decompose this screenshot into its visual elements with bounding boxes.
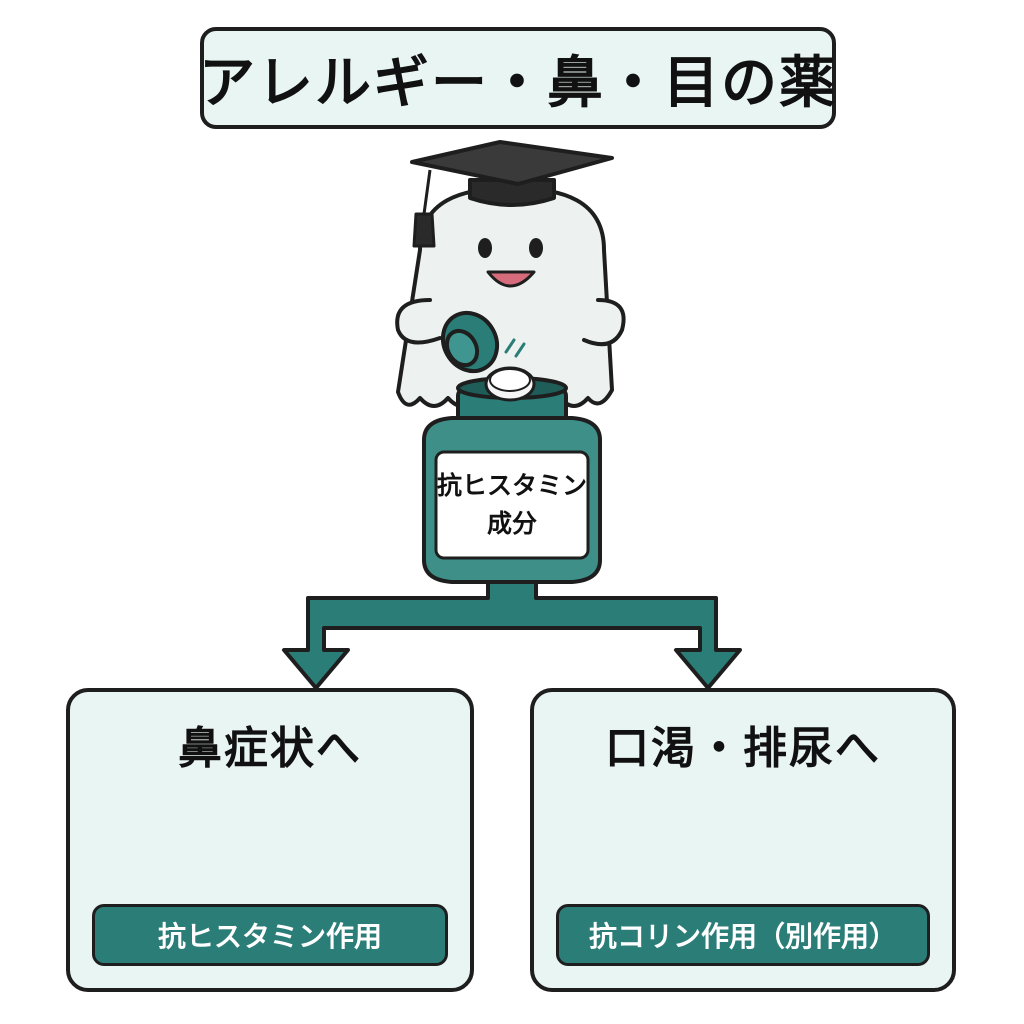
bottle-label-line1: 抗ヒスタミン: [436, 471, 587, 500]
graduation-cap-icon: [410, 140, 614, 248]
nasal-panel-title: 鼻症状へ: [178, 723, 362, 774]
title-banner: アレルギー・鼻・目の薬: [199, 27, 837, 129]
antihistamine-action-badge: 抗ヒスタミン作用: [92, 904, 448, 966]
page-title: アレルギー・鼻・目の薬: [199, 50, 837, 116]
side-effect-panel-title: 口渇・排尿へ: [605, 723, 881, 774]
anticholinergic-action-badge: 抗コリン作用（別作用）: [556, 904, 930, 966]
dry-mouth-urination-panel: 口渇・排尿へ 抗コリン作用（別作用）: [530, 688, 956, 992]
bottle-label-line2: 成分: [486, 509, 537, 538]
sparkle-line-icon: [504, 338, 526, 358]
bottle-cap-icon: [440, 310, 500, 374]
branch-arrows: [282, 573, 742, 690]
medicine-bottle: [422, 366, 602, 584]
nasal-symptoms-panel: 鼻症状へ 抗ヒスタミン作用: [66, 688, 474, 992]
